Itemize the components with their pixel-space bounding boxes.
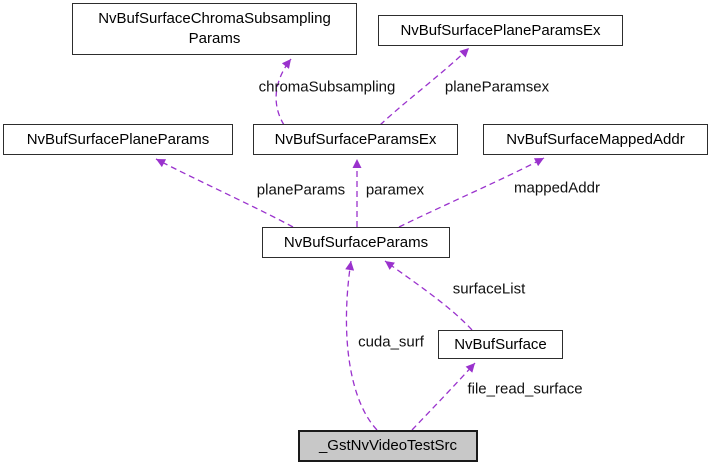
node-label: _GstNvVideoTestSrc — [318, 437, 458, 454]
edge-label-paramex: paramex — [365, 181, 425, 199]
edge-label-plane-params: planeParams — [256, 181, 346, 199]
node-label: NvBufSurfaceMappedAddr — [506, 130, 685, 148]
node-nvbufsurfaceparamsex[interactable]: NvBufSurfaceParamsEx — [253, 124, 458, 155]
edge-file-read-surface-arrow — [411, 362, 476, 431]
node-gstnvvideotestsrc: _GstNvVideoTestSrc — [298, 430, 478, 462]
node-label: NvBufSurfacePlaneParamsEx — [400, 21, 601, 39]
edge-label-plane-paramsex: planeParamsex — [444, 78, 550, 96]
edge-label-surface-list: surfaceList — [452, 280, 526, 298]
node-label: NvBufSurfaceParamsEx — [274, 130, 437, 148]
node-nvbufsurfacemappedaddr[interactable]: NvBufSurfaceMappedAddr — [483, 124, 708, 155]
node-nvbufsurfaceparams[interactable]: NvBufSurfaceParams — [262, 227, 450, 258]
node-label: NvBufSurfacePlaneParams — [26, 130, 210, 148]
edge-label-file-read-surface: file_read_surface — [467, 380, 583, 398]
node-nvbufsurfaceplaneparamsex[interactable]: NvBufSurfacePlaneParamsEx — [378, 15, 623, 46]
node-label: NvBufSurfaceParams — [283, 233, 429, 251]
node-nvbufsurfaceplaneparams[interactable]: NvBufSurfacePlaneParams — [3, 124, 233, 155]
edge-label-cuda-surf: cuda_surf — [358, 333, 424, 351]
node-nvbufsurfacechromasubsamplingparams[interactable]: NvBufSurfaceChromaSubsampling Params — [72, 3, 357, 55]
node-label: NvBufSurfaceChromaSubsampling Params — [98, 10, 331, 47]
edge-label-chroma-subsampling: chromaSubsampling — [258, 78, 396, 96]
node-nvbufsurface[interactable]: NvBufSurface — [438, 330, 563, 359]
node-label: NvBufSurface — [454, 335, 547, 353]
edge-label-mapped-addr: mappedAddr — [514, 179, 600, 197]
